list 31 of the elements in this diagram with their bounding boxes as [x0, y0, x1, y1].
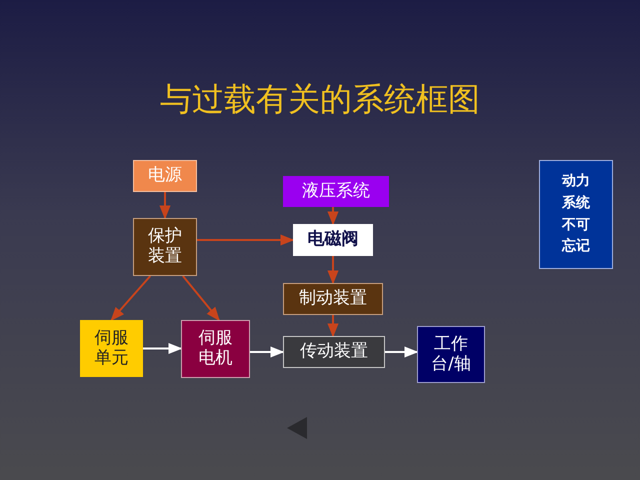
arrow	[327, 315, 339, 338]
arrow	[110, 275, 152, 322]
block-label: 工作台/轴	[430, 334, 472, 374]
block-box	[539, 160, 613, 269]
arrow	[182, 275, 220, 322]
block-box	[80, 320, 143, 377]
block-label: 液压系统	[302, 182, 370, 202]
block-label: 保护装置	[146, 227, 183, 267]
block-box	[417, 326, 485, 383]
block-box	[133, 218, 197, 276]
block-box	[181, 320, 250, 378]
arrow	[197, 234, 294, 246]
block-label: 电源	[148, 166, 182, 186]
block-label: 伺服电机	[197, 329, 234, 369]
block-box	[283, 283, 383, 315]
block-box	[283, 336, 385, 368]
arrow	[250, 346, 284, 358]
slide-title: 与过载有关的系统框图	[159, 79, 481, 120]
arrow	[143, 342, 182, 354]
block-label: 制动装置	[299, 289, 367, 309]
arrow	[159, 192, 171, 220]
arrow	[385, 346, 418, 358]
block-label: 电磁阀	[308, 230, 358, 250]
block-label: 动力系统不可忘记	[561, 172, 591, 256]
block-label: 传动装置	[300, 342, 368, 362]
block-label: 伺服单元	[93, 328, 130, 368]
block-box	[283, 176, 389, 207]
arrow	[327, 256, 339, 284]
block-box	[293, 224, 373, 256]
arrow	[327, 207, 339, 226]
block-box	[133, 160, 197, 192]
